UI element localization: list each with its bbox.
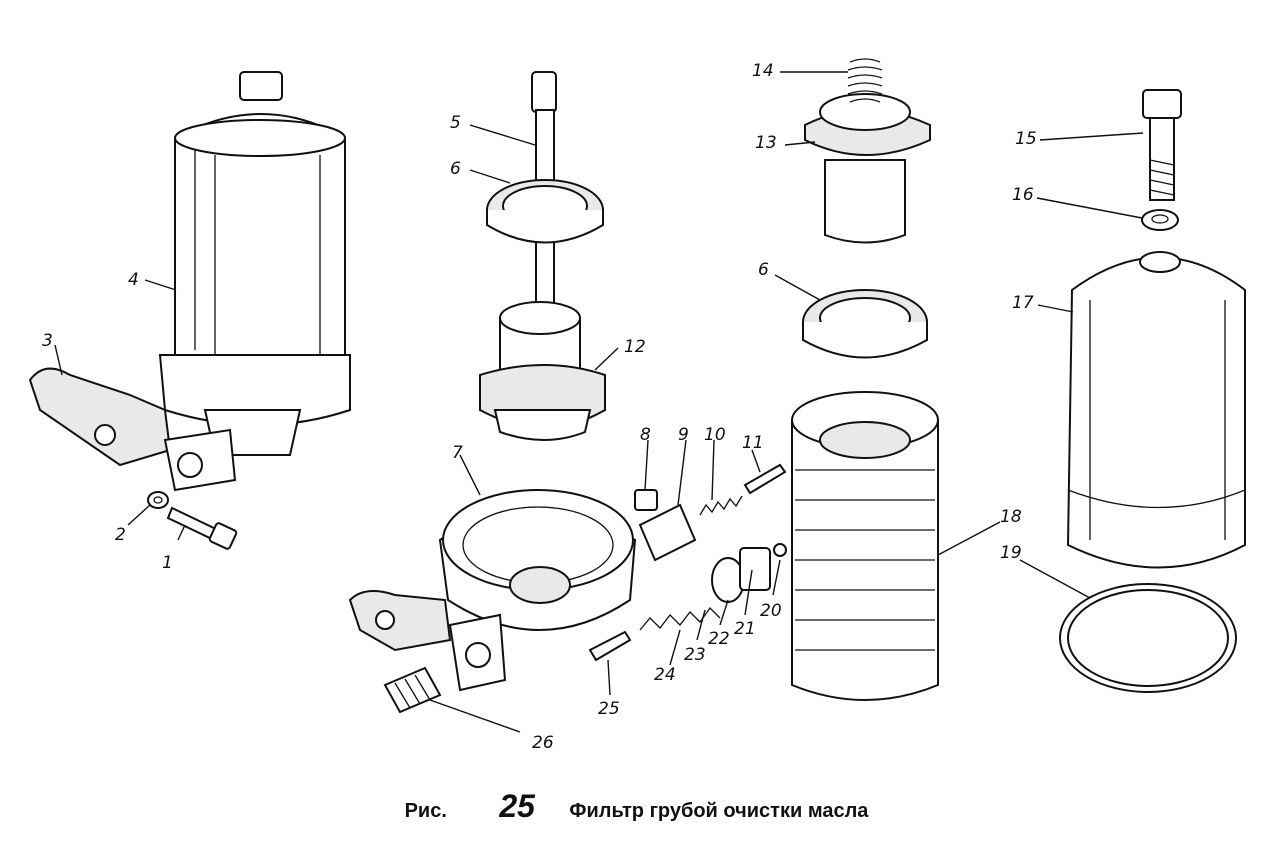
spring-10: [699, 495, 743, 516]
seal-ring-6-lower: [802, 289, 928, 359]
callout-1: 1: [162, 553, 173, 573]
valve-assembly-20-25: [588, 543, 787, 662]
valve-cap-13: [804, 93, 931, 244]
filter-element-18: [791, 391, 939, 701]
callout-23: 23: [684, 645, 706, 665]
callout-11: 11: [742, 433, 764, 453]
callout-24: 24: [654, 665, 676, 685]
filter-assembly-4: [28, 71, 351, 492]
caption-title: Фильтр грубой очистки масла: [569, 800, 869, 822]
sleeve-12: [479, 301, 606, 441]
callout-8: 8: [640, 425, 651, 445]
callout-25: 25: [598, 699, 620, 719]
threaded-plug-26: [383, 666, 442, 714]
seal-ring-6-upper: [486, 179, 604, 244]
pin-11: [743, 463, 787, 495]
callout-6-lower: 6: [758, 260, 769, 280]
callout-18: 18: [1000, 507, 1022, 527]
gasket-19: [1059, 583, 1237, 693]
callout-4: 4: [128, 270, 139, 290]
callout-3: 3: [42, 331, 53, 351]
callout-26: 26: [532, 733, 554, 753]
plug-8: [634, 489, 658, 511]
callout-13: 13: [755, 133, 777, 153]
callout-7: 7: [452, 443, 463, 463]
callout-20: 20: [760, 601, 782, 621]
washer-2: [147, 491, 169, 509]
callout-17: 17: [1012, 293, 1034, 313]
figure-caption: Рис. 25 Фильтр грубой очистки масла: [0, 788, 1273, 825]
callout-15: 15: [1015, 129, 1037, 149]
callout-2: 2: [115, 525, 126, 545]
washer-16: [1141, 209, 1179, 231]
caption-prefix: Рис.: [404, 800, 447, 822]
callout-6-upper: 6: [450, 159, 461, 179]
callout-labels: 1 2 3 4 5 6 7 8 9 10 11 12 13 14 15 16 6…: [42, 61, 1037, 753]
callout-5: 5: [450, 113, 461, 133]
housing-17: [1066, 251, 1246, 569]
bolt-1: [166, 506, 238, 550]
callout-22: 22: [708, 629, 730, 649]
piston-9: [638, 503, 697, 562]
bolt-15: [1142, 89, 1182, 201]
leader-lines: [54, 71, 1144, 733]
callout-16: 16: [1012, 185, 1034, 205]
spring-14: [847, 58, 883, 103]
filter-body-7: [348, 489, 637, 692]
callout-12: 12: [624, 337, 646, 357]
callout-19: 19: [1000, 543, 1022, 563]
callout-21: 21: [734, 619, 756, 639]
callout-10: 10: [704, 425, 726, 445]
callout-14: 14: [752, 61, 774, 81]
callout-9: 9: [678, 425, 689, 445]
caption-number: 25: [499, 788, 535, 824]
